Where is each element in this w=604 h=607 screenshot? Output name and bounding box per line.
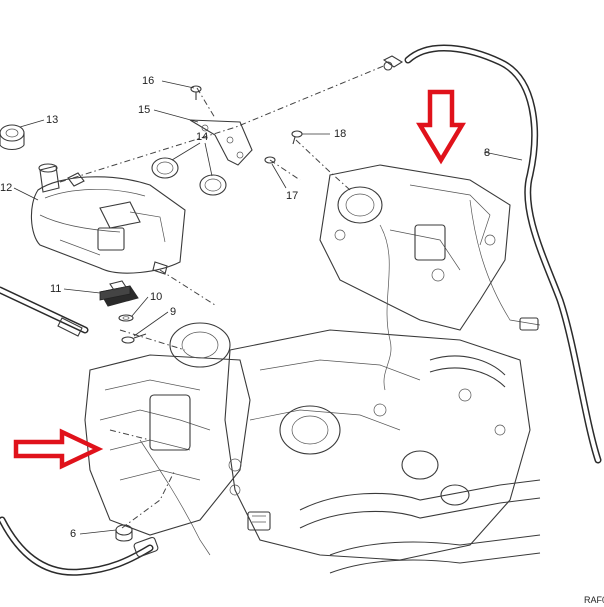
leader-lines xyxy=(13,80,523,535)
callout-12: 12 xyxy=(0,182,12,194)
breather-hose-8 xyxy=(382,44,602,464)
engine-assembly xyxy=(84,164,541,574)
rubber-mount-11 xyxy=(99,280,139,307)
clamps-14 xyxy=(151,157,227,196)
expansion-tank-12 xyxy=(30,163,186,275)
footer-code: RAF0 xyxy=(584,595,604,605)
callout-16: 16 xyxy=(142,75,154,87)
cap-13 xyxy=(0,124,25,151)
screw-9 xyxy=(121,333,147,344)
callout-11: 11 xyxy=(50,283,61,295)
assembly-lines xyxy=(59,64,387,529)
callout-6: 6 xyxy=(70,528,76,540)
callout-14: 14 xyxy=(196,131,208,143)
callout-13: 13 xyxy=(46,114,58,126)
highlight-arrow-down xyxy=(416,89,466,165)
lower-hose xyxy=(0,516,159,576)
callout-17: 17 xyxy=(286,190,298,202)
washer-10 xyxy=(118,314,134,322)
highlight-arrow-right xyxy=(13,428,104,470)
callout-10: 10 xyxy=(150,291,162,303)
callout-15: 15 xyxy=(138,104,150,116)
left-tube xyxy=(0,286,89,337)
callout-labels: 13 12 16 15 14 18 17 8 11 10 9 6 RAF0 xyxy=(0,75,604,605)
callout-8: 8 xyxy=(484,147,490,159)
screw-16 xyxy=(190,85,202,100)
callout-18: 18 xyxy=(334,128,346,140)
washer-17 xyxy=(264,156,276,164)
bracket-15 xyxy=(189,119,253,166)
callout-9: 9 xyxy=(170,306,176,318)
screw-18 xyxy=(291,130,303,145)
